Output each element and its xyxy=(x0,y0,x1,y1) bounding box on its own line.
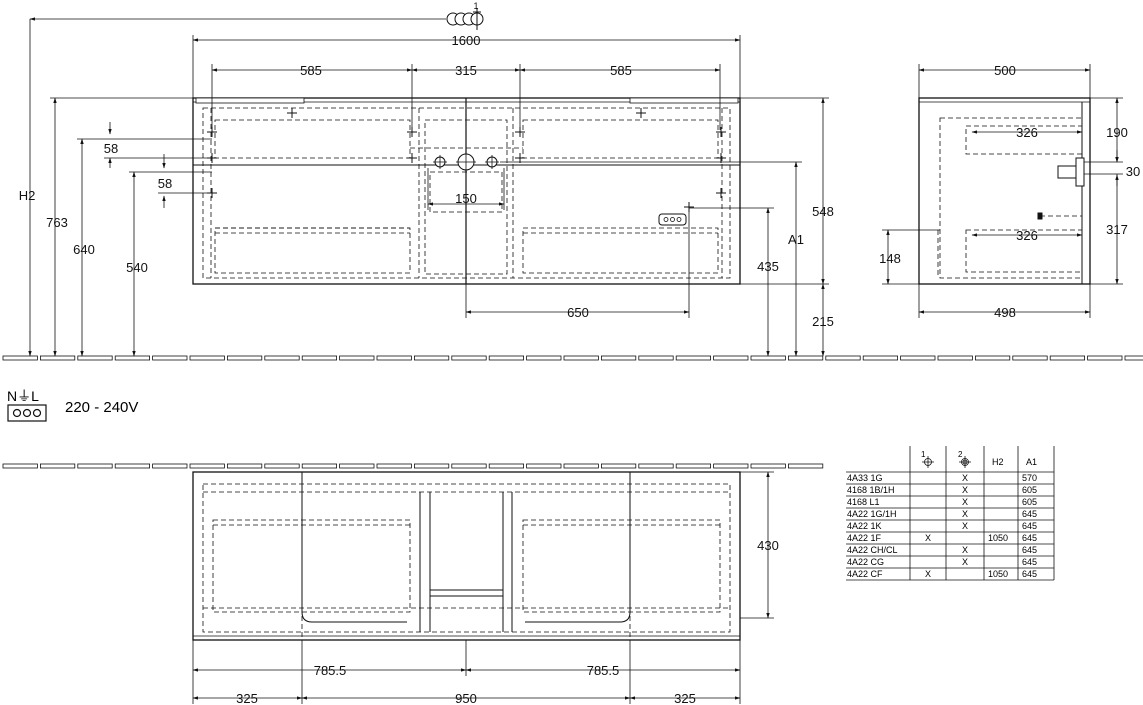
header-col-2: 2 xyxy=(958,450,963,459)
dim-540: 540 xyxy=(126,260,148,275)
dim-640: 640 xyxy=(73,242,95,257)
dim-a1: A1 xyxy=(788,232,804,247)
side-view xyxy=(918,97,1091,285)
dim-435: 435 xyxy=(757,259,779,274)
table-cell: 570 xyxy=(1022,473,1037,483)
table-cell: 4A22 CH/CL xyxy=(847,545,898,555)
table-cell: X xyxy=(962,509,968,519)
dim-plan-950: 950 xyxy=(455,691,477,705)
dim-left-585: 585 xyxy=(300,63,322,78)
dim-side-500: 500 xyxy=(994,63,1016,78)
dim-plan-785-a: 785.5 xyxy=(314,663,347,678)
table-cell: 4168 L1 xyxy=(847,497,880,507)
table-cell: 1050 xyxy=(988,533,1008,543)
table-cell: 645 xyxy=(1022,545,1037,555)
dim-h2: H2 xyxy=(19,188,36,203)
table-cell: X xyxy=(962,557,968,567)
floor-line-front xyxy=(2,355,1143,361)
table-cell: 4A22 1K xyxy=(847,521,882,531)
table-cell: 4A33 1G xyxy=(847,473,883,483)
socket-icon xyxy=(7,404,47,422)
front-view xyxy=(192,97,741,285)
electrical-symbol: N⏚L xyxy=(7,388,39,404)
table-cell: X xyxy=(962,497,968,507)
table-cell: X xyxy=(962,473,968,483)
dim-215: 215 xyxy=(812,314,834,329)
dim-plan-785-b: 785.5 xyxy=(587,663,620,678)
dim-side-326-a: 326 xyxy=(1016,125,1038,140)
table-cell: 605 xyxy=(1022,485,1037,495)
table-cell: 4A22 1G/1H xyxy=(847,509,897,519)
table-cell: 645 xyxy=(1022,509,1037,519)
table-cell: X xyxy=(962,521,968,531)
table-cell: 645 xyxy=(1022,521,1037,531)
dim-58-b: 58 xyxy=(158,176,172,191)
dim-763: 763 xyxy=(46,215,68,230)
dim-side-498: 498 xyxy=(994,305,1016,320)
voltage-label: 220 - 240V xyxy=(65,399,138,416)
dim-width-total: 1600 xyxy=(452,33,481,48)
dim-548: 548 xyxy=(812,204,834,219)
table-cell: 4A22 1F xyxy=(847,533,882,543)
header-col-3: H2 xyxy=(992,457,1004,467)
dim-plan-430: 430 xyxy=(757,538,779,553)
table-cell: X xyxy=(925,569,931,579)
dim-plan-325-b: 325 xyxy=(674,691,696,705)
floor-line-plan xyxy=(2,463,824,469)
dim-150: 150 xyxy=(455,191,477,206)
dim-plan-325-a: 325 xyxy=(236,691,258,705)
table-cell: 4A22 CF xyxy=(847,569,883,579)
marker-1-label: 1 xyxy=(473,1,478,11)
table-cell: X xyxy=(962,545,968,555)
dim-650: 650 xyxy=(567,305,589,320)
table-cell: 1050 xyxy=(988,569,1008,579)
connection-1-icon xyxy=(922,456,934,468)
dim-side-317: 317 xyxy=(1106,222,1128,237)
table-cell: X xyxy=(962,485,968,495)
dim-right-585: 585 xyxy=(610,63,632,78)
table-cell: 4168 1B/1H xyxy=(847,485,895,495)
table-cell: 645 xyxy=(1022,569,1037,579)
variant-table: 1 2H2 A1 4A33 1G X 570 4168 1B/1H X 605 4168 L1 X 6… xyxy=(846,446,1055,581)
table-cell: 645 xyxy=(1022,533,1037,543)
dim-side-326-b: 326 xyxy=(1016,228,1038,243)
plan-view xyxy=(192,471,741,641)
table-cell: 645 xyxy=(1022,557,1037,567)
table-cell: X xyxy=(925,533,931,543)
dim-side-190: 190 xyxy=(1106,125,1128,140)
dim-mid-315: 315 xyxy=(455,63,477,78)
dim-side-30: 30 xyxy=(1126,164,1140,179)
trap-icon xyxy=(446,8,484,30)
table-cell: 605 xyxy=(1022,497,1037,507)
header-col-1: 1 xyxy=(921,450,926,459)
header-col-4: A1 xyxy=(1026,457,1037,467)
dim-58-a: 58 xyxy=(104,141,118,156)
connection-2-icon xyxy=(959,456,971,468)
table-cell: 4A22 CG xyxy=(847,557,884,567)
dim-side-148: 148 xyxy=(879,251,901,266)
